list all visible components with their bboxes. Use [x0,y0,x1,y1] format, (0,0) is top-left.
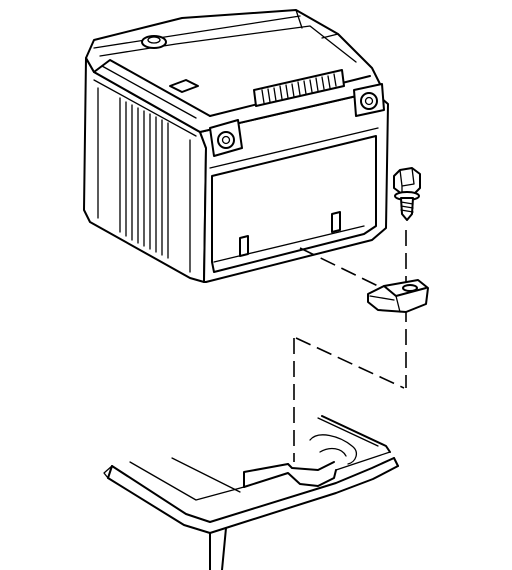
hold-down-bolt-icon [393,167,421,221]
battery-icon [83,9,389,283]
battery-tray-icon [103,415,399,570]
alignment-lines [293,230,407,462]
hold-down-clamp-icon [367,279,429,313]
